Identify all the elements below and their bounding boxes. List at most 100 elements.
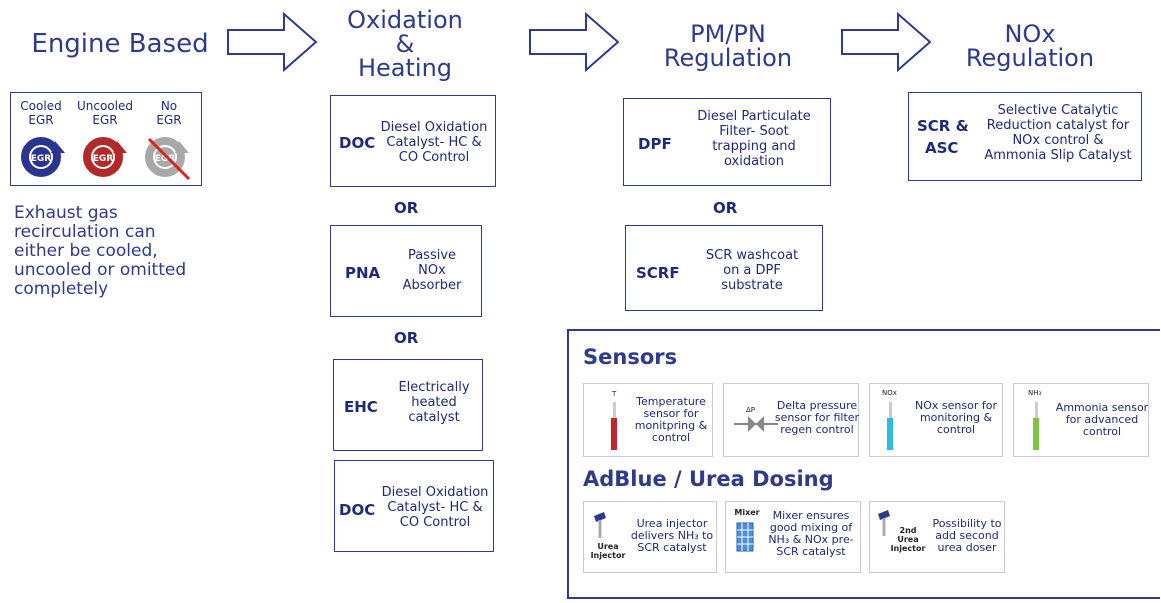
dosing-urea-injector-card: Urea Injector Urea injector delivers NH₃… bbox=[583, 501, 717, 573]
or-label: OR bbox=[394, 329, 419, 347]
sensor-desc-line: monitpring & bbox=[634, 419, 708, 432]
dosing-desc-line: Possibility to bbox=[932, 517, 1002, 530]
nox-heading-line1: NOx bbox=[1004, 20, 1056, 48]
second-injector-desc: Possibility to add second urea doser bbox=[928, 518, 1006, 554]
ammonia-sensor-icon bbox=[1033, 418, 1039, 450]
scr-desc-line: NOx control & bbox=[1012, 133, 1104, 148]
sensor-desc-line: control bbox=[651, 431, 691, 444]
doc-box-2: DOC Diesel Oxidation Catalyst- HC & CO C… bbox=[334, 460, 494, 552]
dosing-desc-line: SCR catalyst bbox=[637, 541, 707, 554]
sensor-temperature-card: T Temperature sensor for monitpring & co… bbox=[583, 383, 713, 457]
sensor-nox-card: NOx NOx sensor for monitoring & control bbox=[869, 383, 1003, 457]
sensor-desc-line: sensor for filter bbox=[774, 411, 860, 424]
sensor-delta-pressure-card: ΔP Delta pressure sensor for filter rege… bbox=[723, 383, 859, 457]
temperature-icon-label: T bbox=[612, 390, 617, 398]
scr-desc-line: Ammonia Slip Catalyst bbox=[984, 148, 1132, 163]
egr-cooled-icon: EGR bbox=[21, 137, 65, 177]
doc-desc-line: CO Control bbox=[399, 515, 471, 530]
dosing-title: AdBlue / Urea Dosing bbox=[583, 467, 834, 491]
dosing-second-injector-card: 2nd Urea Injector Possibility to add sec… bbox=[869, 501, 1005, 573]
scrf-box: SCRF SCR washcoat on a DPF substrate bbox=[625, 225, 823, 311]
sensors-dosing-panel: Sensors T Temperature sensor for monitpr… bbox=[567, 329, 1160, 599]
dpf-description: Diesel Particulate Filter- Soot trapping… bbox=[684, 109, 824, 169]
urea-injector-icon bbox=[594, 512, 606, 538]
delta-pressure-sensor-desc: Delta pressure sensor for filter regen c… bbox=[774, 400, 860, 436]
sensor-desc-line: Temperature bbox=[636, 395, 706, 408]
scr-desc-line: Selective Catalytic bbox=[997, 103, 1119, 118]
scr-desc-line: Reduction catalyst for bbox=[986, 118, 1130, 133]
ammonia-sensor-desc: Ammonia sensor for advanced control bbox=[1054, 402, 1150, 438]
flow-arrow-3-icon bbox=[841, 12, 932, 72]
icon-label-line: Urea bbox=[897, 535, 919, 544]
asc-tag: ASC bbox=[925, 139, 959, 157]
dpf-desc-line: Diesel Particulate bbox=[697, 109, 811, 124]
nox-probe-icon bbox=[889, 402, 892, 418]
doc-box: DOC Diesel Oxidation Catalyst- HC & CO C… bbox=[330, 95, 496, 187]
pm-heading: PM/PN Regulation bbox=[628, 22, 828, 70]
ammonia-probe-icon bbox=[1035, 402, 1038, 418]
sensor-desc-line: Ammonia sensor bbox=[1055, 401, 1149, 414]
pna-desc-line: Absorber bbox=[402, 278, 462, 293]
doc-desc-line: Catalyst- HC & bbox=[386, 135, 482, 150]
temperature-probe-icon bbox=[613, 402, 616, 418]
ehc-box: EHC Electrically heated catalyst bbox=[333, 359, 483, 451]
nox-sensor-icon bbox=[887, 418, 893, 450]
sensor-desc-line: regen control bbox=[780, 423, 854, 436]
flow-arrow-2-icon bbox=[529, 12, 620, 72]
egr-options-box: Cooled EGR Uncooled EGR No EGR EGR EGR E… bbox=[10, 92, 202, 186]
urea-injector-desc: Urea injector delivers NH₃ to SCR cataly… bbox=[628, 518, 716, 554]
sensors-title: Sensors bbox=[583, 345, 678, 369]
pm-heading-line1: PM/PN bbox=[690, 20, 766, 48]
scrf-desc-line: SCR washcoat bbox=[705, 248, 799, 263]
sensor-desc-line: NOx sensor for bbox=[915, 399, 997, 412]
icon-label-line: Injector bbox=[590, 551, 626, 560]
egr-uncooled-label: Uncooled EGR bbox=[73, 99, 137, 127]
scr-asc-description: Selective Catalytic Reduction catalyst f… bbox=[975, 103, 1141, 163]
temperature-sensor-icon bbox=[611, 418, 617, 450]
sensor-desc-line: control bbox=[1082, 425, 1122, 438]
scrf-tag: SCRF bbox=[636, 264, 680, 282]
egr-description-line: completely bbox=[14, 279, 109, 299]
icon-label-line: Injector bbox=[890, 544, 926, 553]
egr-cooled-line1: Cooled bbox=[20, 99, 62, 113]
egr-uncooled-line1: Uncooled bbox=[76, 99, 133, 113]
pna-desc-line: NOx bbox=[418, 263, 446, 278]
scr-asc-box: SCR & ASC Selective Catalytic Reduction … bbox=[908, 92, 1142, 181]
egr-description-line: either be cooled, bbox=[14, 241, 158, 261]
nox-heading-line2: Regulation bbox=[965, 44, 1095, 72]
dosing-desc-line: urea doser bbox=[937, 541, 997, 554]
doc-desc-line: Diesel Oxidation bbox=[381, 485, 489, 500]
nox-sensor-desc: NOx sensor for monitoring & control bbox=[910, 400, 1002, 436]
engine-based-heading: Engine Based bbox=[31, 29, 209, 59]
ehc-desc-line: heated bbox=[411, 395, 457, 410]
second-injector-icon-label: 2nd Urea Injector bbox=[888, 526, 928, 553]
egr-description: Exhaust gas recirculation can either be … bbox=[14, 204, 214, 299]
nox-icon-label: NOx bbox=[882, 389, 897, 397]
dosing-desc-line: delivers NH₃ to bbox=[630, 529, 714, 542]
doc-desc-line: CO Control bbox=[398, 150, 470, 165]
egr-none-line1: No bbox=[160, 99, 178, 113]
doc-description: Diesel Oxidation Catalyst- HC & CO Contr… bbox=[375, 485, 495, 530]
dpf-desc-line: oxidation bbox=[724, 154, 784, 169]
egr-none-label: No EGR bbox=[141, 99, 197, 127]
or-label: OR bbox=[713, 199, 738, 217]
dpf-tag: DPF bbox=[638, 135, 672, 153]
oxidation-heading-line1: Oxidation bbox=[347, 6, 463, 34]
mixer-grid-icon bbox=[736, 522, 754, 552]
doc-desc-line: Catalyst- HC & bbox=[387, 500, 483, 515]
dosing-desc-line: Urea injector bbox=[636, 517, 708, 530]
egr-none-icon: EGR bbox=[145, 137, 191, 181]
icon-label-line: 2nd bbox=[899, 526, 917, 535]
oxidation-heading: Oxidation & Heating bbox=[330, 8, 480, 80]
dpf-desc-line: trapping and bbox=[712, 139, 796, 154]
pna-box: PNA Passive NOx Absorber bbox=[330, 225, 482, 317]
pna-description: Passive NOx Absorber bbox=[387, 248, 477, 293]
scrf-desc-line: substrate bbox=[721, 278, 783, 293]
sensor-ammonia-card: NH₃ Ammonia sensor for advanced control bbox=[1013, 383, 1149, 457]
dosing-desc-line: good mixing of bbox=[769, 521, 853, 534]
scrf-desc-line: on a DPF bbox=[723, 263, 781, 278]
sensor-desc-line: control bbox=[936, 423, 976, 436]
egr-uncooled-icon: EGR bbox=[83, 137, 127, 177]
nh3-icon-label: NH₃ bbox=[1028, 389, 1042, 397]
ehc-desc-line: catalyst bbox=[408, 410, 460, 425]
